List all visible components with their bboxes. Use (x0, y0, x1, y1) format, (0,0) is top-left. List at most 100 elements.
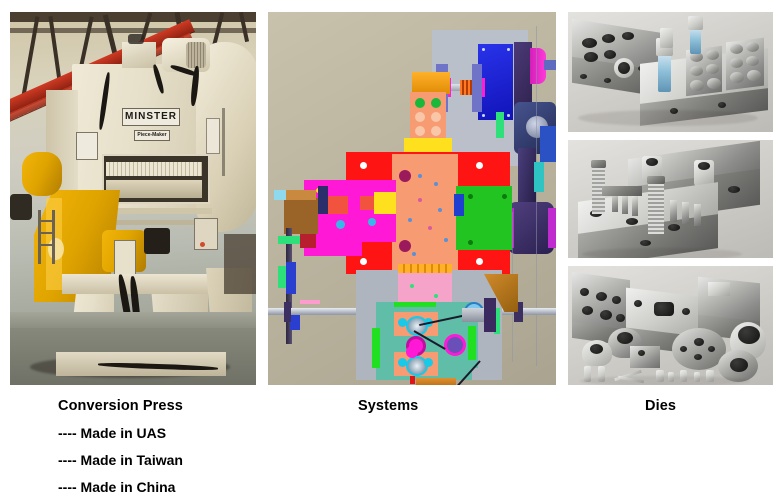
photo-shadow (582, 248, 742, 258)
die-hole (596, 292, 607, 301)
knurled-guide-post (592, 166, 605, 214)
cad-plate-hole (468, 240, 473, 245)
ladder-rung (38, 220, 55, 222)
ladder (52, 210, 55, 264)
die-space (106, 180, 202, 198)
cad-ram-pin (444, 238, 448, 242)
floor-highlight (10, 312, 256, 328)
die-pin (694, 372, 700, 382)
punch-pin (622, 194, 628, 214)
cad-red-insert (360, 196, 376, 210)
die-cavity (604, 50, 616, 59)
punch-head (706, 64, 719, 74)
cad-ram-bore (415, 98, 425, 108)
punch-head (690, 66, 703, 76)
motor-cap (128, 34, 144, 44)
cad-plate-hole (502, 194, 507, 199)
die-hole (638, 350, 645, 356)
cad-cam-ring (406, 346, 418, 358)
caption-conversion-press: Conversion Press (58, 398, 183, 414)
motor-vent (186, 42, 206, 68)
die-bolt-hole (668, 224, 680, 231)
die-bushing-bore (646, 158, 658, 166)
knurled-guide-post (648, 182, 664, 234)
ladder (38, 210, 41, 264)
cad-ram-pin (408, 218, 412, 222)
cad-ram-pin (412, 252, 416, 256)
cad-ram-bore (431, 112, 441, 122)
cad-magenta-step (304, 234, 362, 256)
press-bullet-item: ---- Made in Taiwan (58, 452, 183, 468)
guide-post-cap (688, 16, 703, 30)
punch-head (730, 72, 744, 83)
ceiling-beam (10, 28, 256, 33)
minster-brand-plate: MINSTER (122, 108, 180, 126)
cad-bolt-hole (482, 48, 485, 51)
cad-ram-pin (438, 208, 442, 212)
photo-shadow (578, 110, 758, 126)
cad-bolster-hole (476, 162, 483, 169)
guard-seam (222, 108, 225, 176)
cad-ram-port (399, 170, 411, 182)
cad-bolt-hole (482, 114, 485, 117)
access-panel (206, 118, 220, 154)
punch-head (706, 50, 719, 60)
cad-yellow-insert (374, 192, 396, 214)
feed-rail (82, 220, 212, 225)
punch-pin (612, 192, 618, 212)
cad-pink-tab (300, 300, 320, 304)
ladder-rung (38, 244, 55, 246)
cad-ram-bore (431, 98, 441, 108)
blue-guide-post (658, 54, 671, 92)
die-photo-top (568, 12, 773, 132)
die-bolt-hole (640, 240, 651, 246)
cad-blue-bearing (286, 262, 296, 294)
punch-pin (670, 200, 677, 222)
access-panel (76, 132, 98, 160)
die-cavity (582, 38, 597, 48)
die-bolt-hole (728, 186, 740, 193)
die-slot (654, 302, 674, 316)
die-bolt-hole (670, 108, 678, 114)
cad-cam-ring (444, 334, 466, 356)
die-pin (680, 370, 687, 382)
punch-pin (632, 196, 638, 216)
ladder-rung (38, 232, 55, 234)
die-hole (682, 308, 690, 315)
cad-cyan-strip (274, 190, 286, 200)
die-bolt-hole (626, 218, 638, 225)
cad-bolster-hole (476, 258, 483, 265)
die-insert-bore (730, 358, 748, 372)
cad-pulley-shaft (544, 60, 556, 70)
die-pin (656, 370, 664, 382)
cad-pin-ring (398, 358, 407, 367)
punch-head (746, 56, 759, 66)
control-indicator (200, 242, 205, 247)
cad-ram-pin (418, 174, 422, 178)
cad-blue-bearing (290, 308, 300, 330)
guide-post-cap (591, 160, 606, 168)
punch-head (747, 70, 761, 81)
cad-bolster-hole (360, 258, 367, 265)
background-machine (10, 194, 32, 220)
cad-bearing-mount (472, 64, 482, 112)
piece-maker-plate: Piece-Maker (134, 130, 170, 141)
punch-head (746, 42, 759, 52)
cad-blue-small-plate (540, 126, 556, 162)
blue-guide-post (690, 28, 701, 54)
die-hole (694, 338, 704, 346)
die-hole (634, 300, 642, 307)
punch-pin (694, 204, 701, 226)
cad-ram-pin (434, 182, 438, 186)
cad-orange-flange (398, 264, 452, 273)
die-cavity (602, 34, 615, 43)
die-hole (612, 296, 621, 304)
cad-green-tab (454, 194, 464, 216)
cad-plate-hole (368, 218, 376, 226)
cad-column-hole (434, 294, 438, 298)
cad-blue-bracket (318, 186, 328, 214)
cad-bearing-block (462, 308, 490, 322)
die-bushing-bore (618, 62, 630, 74)
systems-cad-rendering (268, 12, 556, 385)
